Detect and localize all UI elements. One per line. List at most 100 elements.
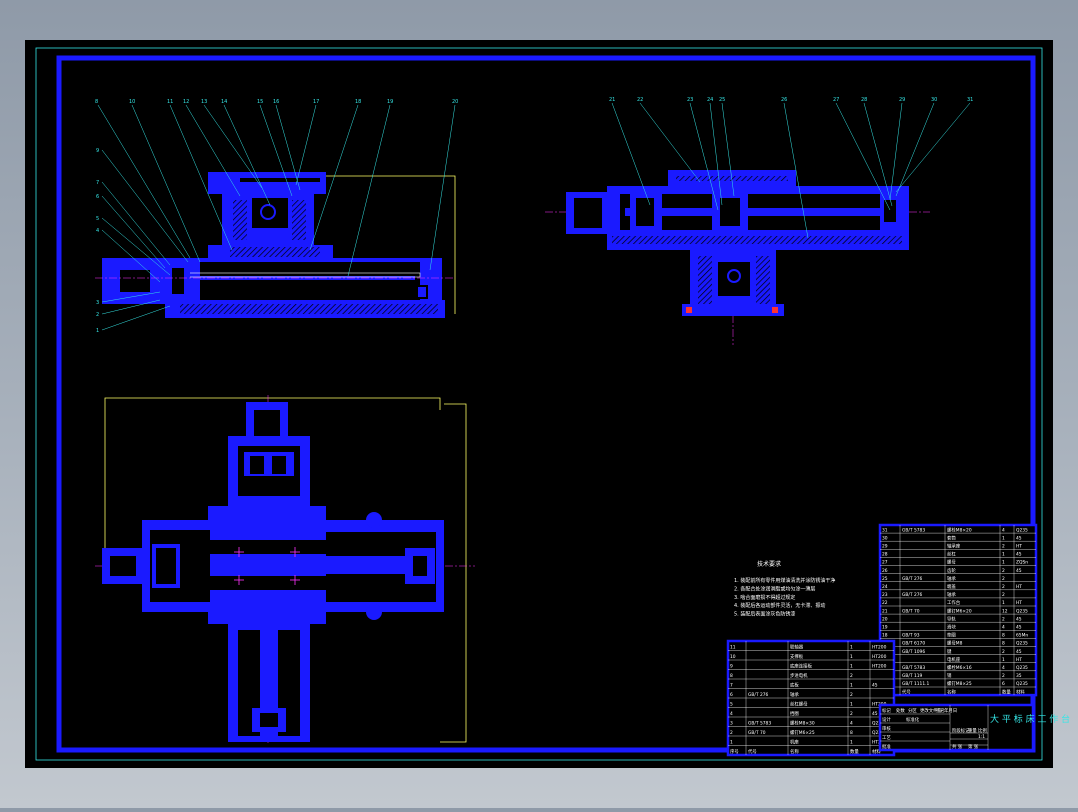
bom-cell: 45 xyxy=(1016,649,1022,655)
balloon-label: 6 xyxy=(96,194,99,200)
bom-cell: Q235 xyxy=(1016,608,1028,614)
bom-cell: GB/T 5783 xyxy=(748,721,771,727)
bom-cell: 45 xyxy=(1016,568,1022,574)
title-block-cell: 标记 xyxy=(882,707,891,714)
bom-cell: 滑块 xyxy=(947,624,956,631)
balloon-label: 12 xyxy=(183,99,189,105)
bom-cell: ZQSn xyxy=(1016,560,1028,566)
bom-header-cell: 代号 xyxy=(902,688,911,695)
bom-cell: 2 xyxy=(850,711,853,717)
bom-cell: 35 xyxy=(1016,673,1022,679)
bom-cell: 45 xyxy=(1016,625,1022,631)
bom-cell: 45 xyxy=(1016,552,1022,558)
tech-req-line: 5. 装配后表面涂灰色防锈漆 xyxy=(734,611,795,618)
title-block-cell: 批准 xyxy=(882,743,891,750)
bom-cell: 12 xyxy=(1002,608,1008,614)
bom-cell: 轴承 xyxy=(790,691,799,698)
bom-cell: 工作台 xyxy=(947,599,961,606)
balloon-label: 5 xyxy=(96,216,99,222)
title-block-cell: 重量 xyxy=(968,727,977,734)
bom-cell: 4 xyxy=(1002,625,1005,631)
bom-cell: 导轨 xyxy=(947,615,956,622)
bom-cell: 31 xyxy=(882,527,888,533)
bom-cell: 螺钉M6×25 xyxy=(790,729,815,736)
balloon-label: 17 xyxy=(313,99,319,105)
bom-header-cell: 代号 xyxy=(748,748,757,755)
title-block-cell: 设计 xyxy=(882,716,891,723)
bom-cell: 9 xyxy=(730,664,733,670)
bom-cell: 垫圈 xyxy=(947,632,956,639)
bom-cell: 28 xyxy=(882,552,888,558)
bom-cell: 支撑板 xyxy=(790,653,804,660)
bom-cell: 1 xyxy=(850,645,853,651)
balloon-label: 25 xyxy=(719,97,725,103)
bom-cell: 26 xyxy=(882,568,888,574)
bom-cell: 轴承 xyxy=(947,591,956,598)
balloon-label: 1 xyxy=(96,328,99,334)
bom-cell: 1 xyxy=(1002,657,1005,663)
balloon-label: 26 xyxy=(781,97,787,103)
bom-cell: 套筒 xyxy=(947,534,956,541)
bom-cell: 1 xyxy=(1002,560,1005,566)
bom-cell: Q235 xyxy=(872,721,884,727)
title-block-cell: 更改文件号 xyxy=(920,707,943,714)
bom-cell: GB/T 276 xyxy=(902,576,923,582)
balloon-label: 31 xyxy=(967,97,973,103)
bom-cell: HT200 xyxy=(872,645,887,651)
tech-req-line: 2. 各配合处涂润滑脂或均匀涂一薄层 xyxy=(734,585,815,592)
bom-cell: HT xyxy=(1016,584,1022,590)
balloon-label: 30 xyxy=(931,97,937,103)
bom-cell: 螺钉M6×20 xyxy=(947,607,972,614)
bom-cell: 螺栓M6×16 xyxy=(947,664,972,671)
tech-req-line: 1. 装配前所有零件用煤油清洗并涂防锈油干净 xyxy=(734,577,835,584)
drawing-title: 大 平 标 床 工 作 台 xyxy=(990,713,1070,725)
bom-cell: 5 xyxy=(730,702,733,708)
bom-cell: 4 xyxy=(730,711,733,717)
bom-cell: 2 xyxy=(850,673,853,679)
bom-cell: 丝杠螺母 xyxy=(790,701,808,708)
bom-cell: Q235 xyxy=(1016,665,1028,671)
bom-cell: 8 xyxy=(1002,633,1005,639)
bom-cell: HT xyxy=(1016,600,1022,606)
bom-cell: 键 xyxy=(947,648,952,655)
bom-cell: GB/T 1096 xyxy=(902,649,925,655)
bom-cell: 45 xyxy=(872,711,878,717)
bom-cell: 螺钉M8×25 xyxy=(947,680,972,687)
tech-req-line: 4. 装配后各运动部件灵活，无卡滞、振动 xyxy=(734,602,825,609)
bom-cell: 22 xyxy=(882,600,888,606)
bom-cell: 螺母M8 xyxy=(947,640,963,647)
bom-cell: Q235 xyxy=(1016,527,1028,533)
balloon-label: 8 xyxy=(95,99,98,105)
title-block-cell: 比例 xyxy=(978,727,987,734)
bom-cell: 30 xyxy=(882,535,888,541)
bom-cell: 2 xyxy=(1002,649,1005,655)
dimension-line xyxy=(440,403,467,743)
balloon-label: 11 xyxy=(167,99,173,105)
balloon-label: 23 xyxy=(687,97,693,103)
bom-header-cell: 材料 xyxy=(872,748,881,755)
bom-cell: 轴承 xyxy=(947,575,956,582)
bom-cell: HT200 xyxy=(872,664,887,670)
top-plan-view xyxy=(95,395,475,745)
bom-header-cell: 名称 xyxy=(947,688,956,695)
bom-cell: 螺栓M8×30 xyxy=(790,720,815,727)
bom-cell: 螺母 xyxy=(947,559,956,566)
bom-cell: HT xyxy=(1016,657,1022,663)
bom-cell: 1 xyxy=(850,654,853,660)
title-block: 标记处数分区更改文件号签名年月日设计标准化阶段标记重量比例审核工艺批准共 张第 … xyxy=(878,703,1035,752)
balloon-label: 15 xyxy=(257,99,263,105)
bom-cell: 6 xyxy=(730,692,733,698)
bom-cell: 45 xyxy=(1016,535,1022,541)
bom-cell: 19 xyxy=(882,625,888,631)
bom-cell: 8 xyxy=(730,673,733,679)
bom-cell: GB/T 5783 xyxy=(902,665,925,671)
bom-cell: Q235 xyxy=(872,730,884,736)
tech-req-line: 3. 啮合面磨损不得超过规定 xyxy=(734,594,795,601)
bom-cell: 27 xyxy=(882,560,888,566)
bom-cell: 1 xyxy=(1002,600,1005,606)
bom-cell: 4 xyxy=(850,721,853,727)
bom-cell: 29 xyxy=(882,544,888,550)
bom-cell: 4 xyxy=(1002,527,1005,533)
